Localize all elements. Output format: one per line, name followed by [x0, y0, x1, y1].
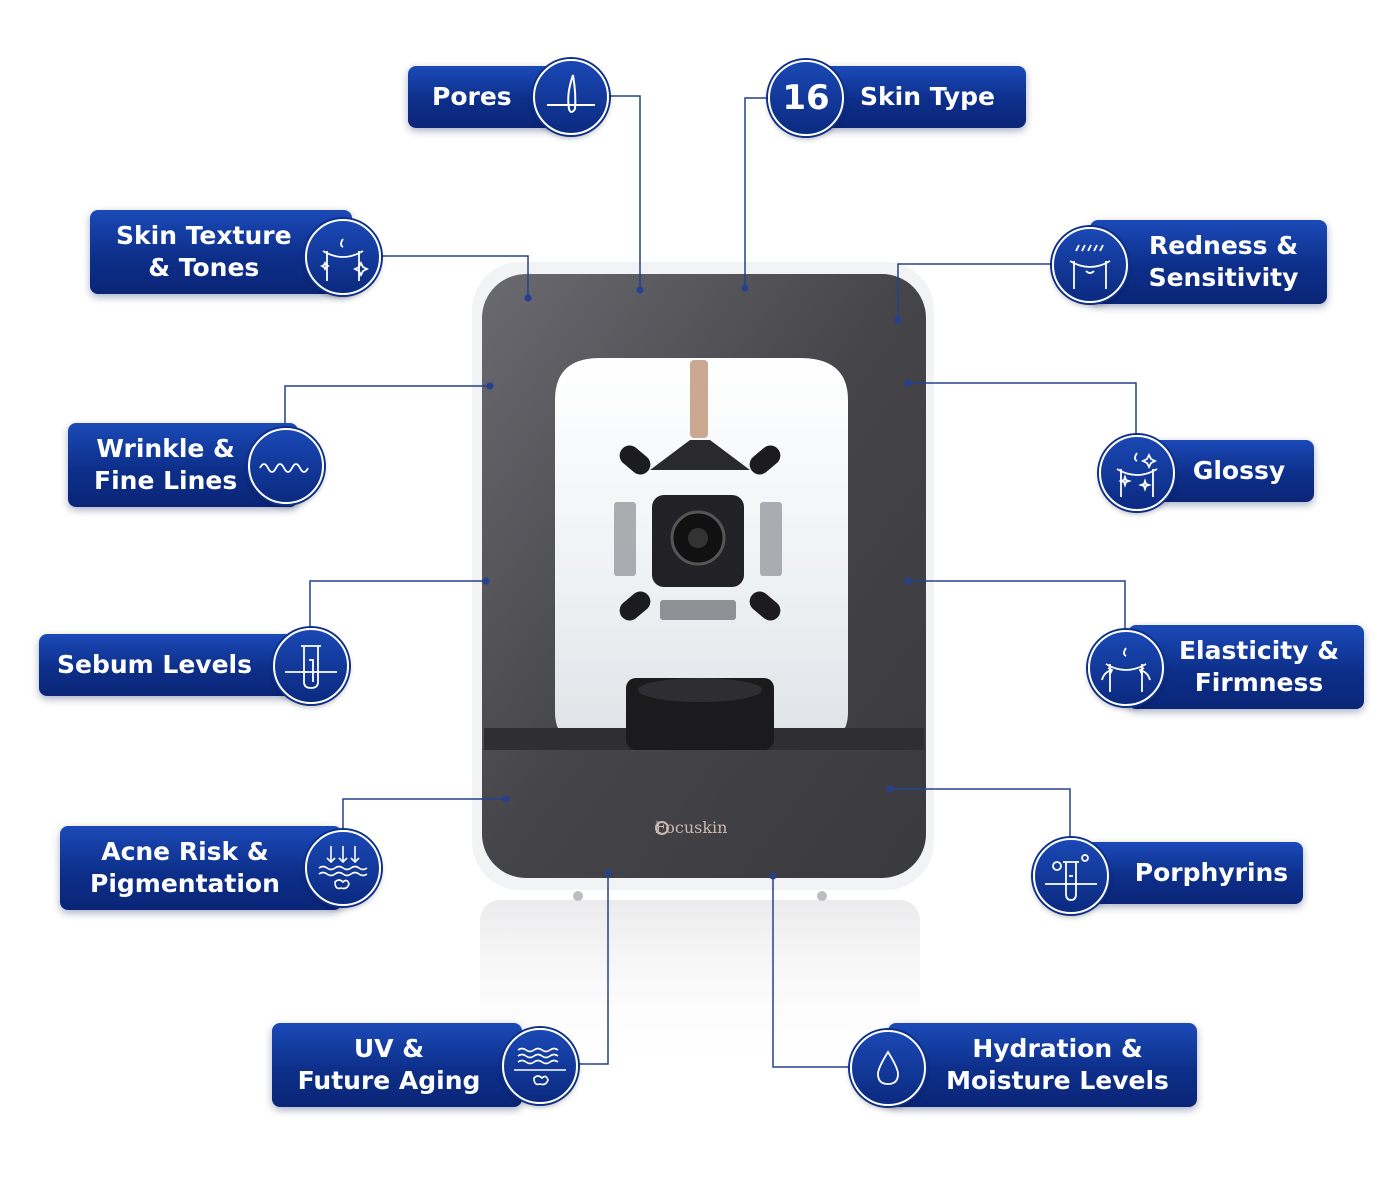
feature-label: Glossy — [1192, 456, 1286, 485]
skin-analyzer-device — [472, 262, 934, 1080]
device-light-top-right — [749, 445, 781, 475]
connector-dot — [482, 577, 490, 585]
connector-dots — [482, 284, 912, 880]
connector-dot — [904, 577, 912, 585]
face-lift-icon — [1088, 630, 1164, 706]
connector-dot — [886, 785, 894, 793]
feature-label: UV & Future Aging — [297, 1034, 481, 1095]
feature-label: Skin Type — [860, 82, 995, 111]
connector-dot — [604, 869, 612, 877]
feature-label: Wrinkle & Fine Lines — [94, 434, 238, 495]
skin-type-number: 16 — [782, 78, 830, 118]
device-top-sensor — [690, 360, 708, 438]
connector-sebum — [309, 580, 486, 630]
connector-dot — [741, 284, 749, 292]
connector-dot — [524, 294, 532, 302]
feature-hydration: Hydration & Moisture Levels — [888, 1023, 1197, 1107]
test-tube-icon — [1033, 838, 1109, 914]
feature-label: Sebum Levels — [57, 650, 252, 679]
pore-icon — [533, 59, 609, 135]
connector-wrinkle — [284, 385, 490, 426]
wrinkle-wave-icon — [248, 428, 324, 504]
skin-damage-icon — [502, 1028, 578, 1104]
feature-acne: Acne Risk & Pigmentation — [60, 826, 342, 910]
brand-logo-icon — [655, 821, 669, 835]
connector-dot — [904, 379, 912, 387]
face-heat-icon — [1052, 227, 1128, 303]
device-brand-name: Focuskin — [655, 818, 728, 837]
feature-elasticity: Elasticity & Firmness — [1128, 625, 1364, 709]
device-light-bottom-right — [749, 591, 781, 621]
connector-redness — [897, 263, 1055, 320]
device-bottom-panel — [660, 600, 736, 620]
device-camera-core — [688, 528, 708, 548]
feature-redness: Redness & Sensitivity — [1090, 220, 1327, 304]
feature-label: Elasticity & Firmness — [1178, 636, 1340, 697]
device-light-top-left — [619, 445, 651, 475]
connector-acne — [342, 798, 506, 830]
connector-elasticity — [908, 580, 1126, 628]
face-sparkle-icon — [305, 219, 381, 295]
device-side-panel-right — [760, 502, 782, 576]
device-reflection — [480, 900, 920, 1080]
device-foot-right — [817, 891, 827, 901]
device-foot-left — [573, 891, 583, 901]
feature-label: Pores — [432, 82, 512, 111]
connector-hydration — [772, 876, 852, 1068]
skin-layer-icon — [305, 830, 381, 906]
device-sensor-mount — [650, 440, 750, 470]
feature-uv: UV & Future Aging — [272, 1023, 522, 1107]
connector-dot — [486, 382, 494, 390]
device-chin-rest-top — [638, 678, 762, 702]
device-light-bottom-left — [619, 591, 651, 621]
connector-dot — [894, 316, 902, 324]
connector-skin-texture — [376, 255, 529, 298]
sebum-tube-icon — [273, 628, 349, 704]
feature-label: Skin Texture & Tones — [116, 221, 292, 282]
connector-lines — [284, 95, 1137, 1068]
device-side-panel-left — [614, 502, 636, 576]
feature-label: Porphyrins — [1134, 858, 1289, 887]
feature-sebum: Sebum Levels — [39, 634, 304, 696]
skin-type-badge: 16 — [768, 60, 844, 136]
connector-dot — [769, 872, 777, 880]
feature-label: Acne Risk & Pigmentation — [90, 837, 280, 898]
connector-dot — [636, 286, 644, 294]
connector-skin-type — [744, 97, 768, 288]
connector-porphyrins — [890, 788, 1071, 838]
feature-label: Redness & Sensitivity — [1148, 231, 1299, 292]
connector-glossy — [908, 382, 1137, 440]
feature-label: Hydration & Moisture Levels — [946, 1034, 1169, 1095]
connector-uv — [574, 873, 609, 1065]
water-drop-icon — [850, 1030, 926, 1106]
connector-pores — [605, 95, 641, 290]
connector-dot — [502, 795, 510, 803]
face-shine-icon — [1099, 435, 1175, 511]
